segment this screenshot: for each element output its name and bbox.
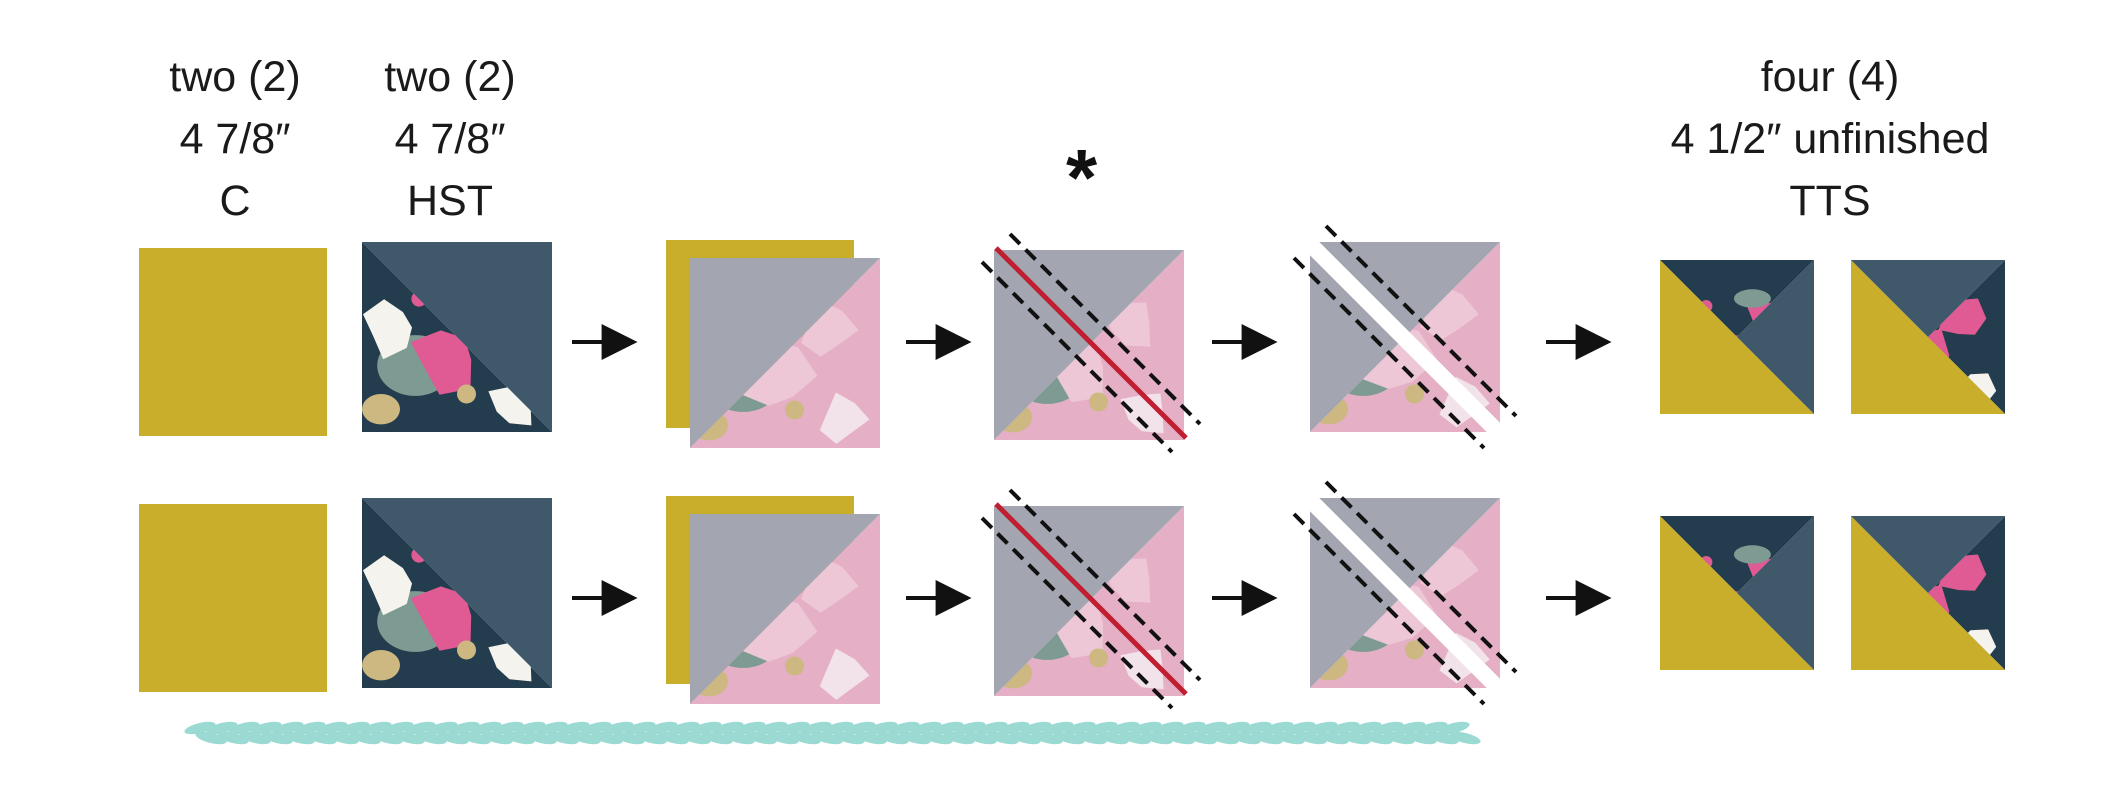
row2-cut-gap: [1300, 490, 1510, 700]
label-hst: two (2) 4 7/8″ HST: [350, 46, 550, 232]
row2-cut-dash-1: [1292, 512, 1486, 706]
row1-mustard-square: [139, 248, 327, 436]
row2-sew-square-gray: [994, 506, 1184, 696]
row1-cut-dash-2: [1324, 224, 1518, 418]
label-hst-size: 4 7/8″: [394, 115, 506, 163]
row1-cut-dash-1: [1292, 256, 1486, 450]
label-square-c-qty: two (2): [169, 53, 301, 101]
row2-dash-line-2: [1008, 488, 1202, 682]
row1-tts-square-2-navy: [1851, 260, 2005, 337]
row1-dash-line-1: [980, 260, 1174, 454]
label-result: four (4) 4 1/2″ unfinished TTS: [1595, 46, 2065, 232]
row1-sew-square-gray: [994, 250, 1184, 440]
label-hst-qty: two (2): [384, 53, 516, 101]
row2-cut-dash-2: [1324, 480, 1518, 674]
label-result-name: TTS: [1789, 177, 1871, 225]
label-result-qty: four (4): [1760, 53, 1900, 101]
leaf-vine-border: [184, 721, 1481, 745]
row1-dash-line-2: [1008, 232, 1202, 426]
diagram-scene: [139, 224, 2005, 745]
row2-dash-line-1: [980, 516, 1174, 710]
label-square-c-name: C: [219, 177, 251, 225]
row2-tts-square-2-navy: [1851, 516, 2005, 593]
asterisk-note: *: [1066, 133, 1098, 222]
label-square-c: two (2) 4 7/8″ C: [135, 46, 335, 232]
row2-stack-front-gray: [690, 514, 880, 704]
row1-stack-front-gray: [690, 258, 880, 448]
row1-cut-line: [994, 246, 1188, 440]
label-hst-name: HST: [407, 177, 493, 225]
row2-mustard-square: [139, 504, 327, 692]
row1-tts-square-1-navy: [1737, 260, 1814, 414]
label-result-size: 4 1/2″ unfinished: [1670, 115, 1990, 163]
row2-tts-square-1-navy: [1737, 516, 1814, 670]
label-square-c-size: 4 7/8″: [179, 115, 291, 163]
row1-cut-gap: [1300, 234, 1510, 444]
row2-cut-line: [994, 502, 1188, 696]
